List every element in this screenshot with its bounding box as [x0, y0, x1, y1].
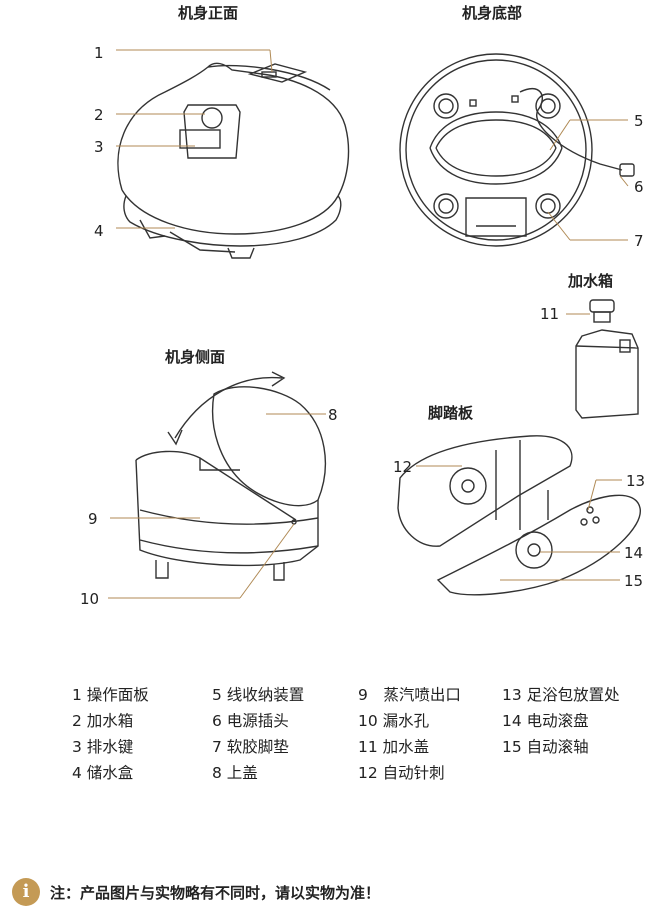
disclaimer-note: i 注：产品图片与实物略有不同时，请以实物为准！	[12, 878, 632, 908]
title-bottom: 机身底部	[462, 4, 523, 22]
title-tank: 加水箱	[568, 272, 614, 290]
legend-item: 6 电源插头	[212, 712, 289, 730]
legend-column-3: 9 蒸汽喷出口 10 漏水孔 11 加水盖 12 自动针刺	[358, 682, 461, 786]
callout-3: 3	[94, 138, 104, 156]
title-side: 机身侧面	[165, 348, 226, 366]
tank-drawing	[575, 299, 639, 419]
title-pedal: 脚踏板	[428, 404, 474, 422]
callout-10: 10	[80, 590, 100, 608]
legend-item: 8 上盖	[212, 764, 258, 782]
callout-6: 6	[634, 178, 644, 196]
legend-item: 1 操作面板	[72, 686, 149, 704]
legend-item: 14 电动滚盘	[502, 712, 589, 730]
pedal-drawing	[397, 435, 641, 596]
callout-7: 7	[634, 232, 644, 250]
legend-column-4: 13 足浴包放置处 14 电动滚盘 15 自动滚轴	[502, 682, 620, 760]
bottom-view-drawing	[399, 53, 635, 247]
callout-2: 2	[94, 106, 104, 124]
callout-15: 15	[624, 572, 644, 590]
legend-item: 13 足浴包放置处	[502, 686, 620, 704]
side-view-drawing	[135, 371, 327, 581]
callout-14: 14	[624, 544, 644, 562]
callout-8: 8	[328, 406, 338, 424]
callout-5: 5	[634, 112, 644, 130]
callout-9: 9	[88, 510, 98, 528]
callout-11: 11	[540, 305, 560, 323]
disclaimer-text: 注：产品图片与实物略有不同时，请以实物为准！	[50, 884, 381, 902]
callout-13: 13	[626, 472, 646, 490]
callout-1: 1	[94, 44, 104, 62]
legend-item: 5 线收纳装置	[212, 686, 305, 704]
legend-item: 10 漏水孔	[358, 712, 430, 730]
legend-item: 2 加水箱	[72, 712, 134, 730]
legend-item: 11 加水盖	[358, 738, 430, 756]
callout-4: 4	[94, 222, 104, 240]
leader-lines	[108, 49, 629, 599]
front-view-drawing	[117, 62, 350, 259]
info-icon: i	[12, 878, 40, 906]
callout-12: 12	[393, 458, 413, 476]
legend-column-2: 5 线收纳装置 6 电源插头 7 软胶脚垫 8 上盖	[212, 682, 304, 786]
legend-item: 12 自动针刺	[358, 764, 445, 782]
legend-item: 3 排水键	[72, 738, 134, 756]
legend-item: 4 储水盒	[72, 764, 134, 782]
title-front: 机身正面	[178, 4, 239, 22]
legend-item: 9 蒸汽喷出口	[358, 686, 461, 704]
legend-item: 15 自动滚轴	[502, 738, 589, 756]
legend-item: 7 软胶脚垫	[212, 738, 289, 756]
legend-column-1: 1 操作面板 2 加水箱 3 排水键 4 储水盒	[72, 682, 149, 786]
